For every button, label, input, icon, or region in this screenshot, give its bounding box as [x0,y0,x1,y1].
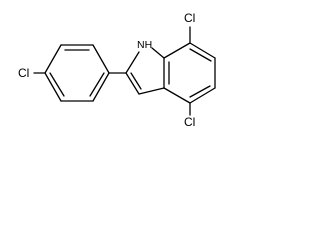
c4-c3a-bond [163,87,191,104]
c3-c2-bond [125,72,140,95]
phenyl-bond-3 [92,44,110,74]
chlorophenyl-ring [44,44,110,102]
phenyl-bond-1 [44,44,62,74]
benzo-double-bond-2 [189,85,211,98]
phenyl-double-bond-2 [89,72,105,97]
chlorine-atom-top: Cl [184,11,195,25]
c7-c6-bond [189,42,216,59]
benzo-double-bond-1 [189,48,212,62]
nitrogen-atom-nh: NH [137,39,152,51]
phenyl-double-bond-3 [49,72,65,97]
molecule-structure: Cl Cl Cl NH [18,11,216,129]
c2-c3-double-bond [130,72,142,90]
c3a-c3-bond [138,87,165,95]
n1-c7a-bond [151,47,165,59]
phenyl-bond-4 [92,72,110,102]
benzo-ring [163,42,216,104]
structure-canvas: Cl Cl Cl NH [0,0,227,137]
c5-c4-bond [189,87,216,104]
c2-n1-bond [125,51,140,74]
pyrrole-ring [125,47,165,95]
phenyl-bond-6 [44,72,62,102]
chlorine-atom-left: Cl [18,66,29,80]
chlorine-atom-bottom: Cl [184,115,195,129]
c7a-c7-bond [163,42,191,59]
